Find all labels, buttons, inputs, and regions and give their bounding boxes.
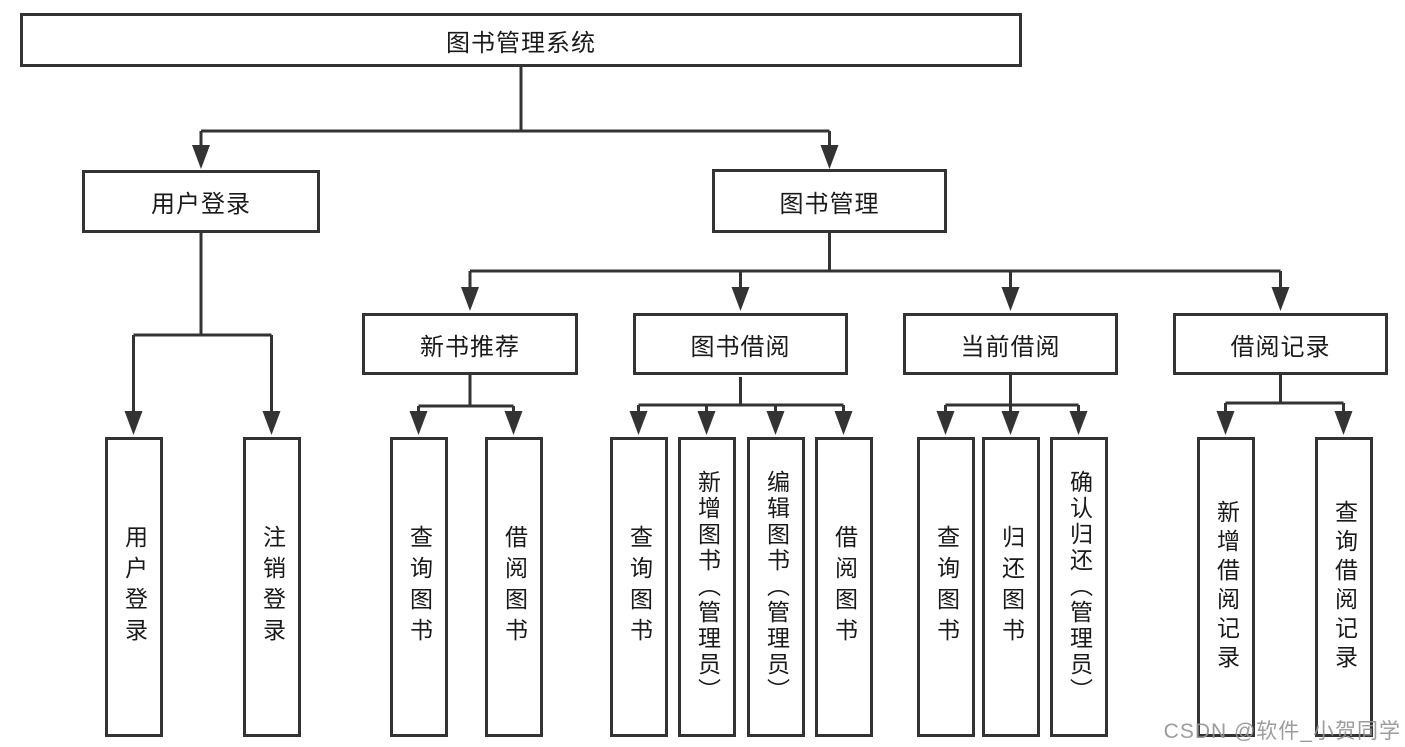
- node-new-book-recommend-label: 新书推荐: [420, 333, 520, 361]
- node-leaf-add-book-admin-label: 新增图书（管理员）: [694, 470, 721, 704]
- node-leaf-user-login-label: 用户登录: [121, 525, 148, 649]
- node-leaf-logout: 注销登录: [243, 437, 301, 737]
- tree-branch-lines: [133, 67, 1344, 408]
- node-root-label: 图书管理系统: [446, 29, 596, 57]
- node-leaf-borrow-books-1-label: 借阅图书: [501, 525, 528, 649]
- node-current-borrow-label: 当前借阅: [960, 333, 1061, 361]
- node-leaf-query-books-3: 查询图书: [917, 437, 975, 737]
- watermark: CSDN @软件_小贺同学: [1163, 720, 1401, 743]
- node-leaf-edit-book-admin: 编辑图书（管理员）: [747, 437, 805, 737]
- node-leaf-borrow-books-1: 借阅图书: [485, 437, 543, 737]
- node-borrow-records: 借阅记录: [1173, 313, 1388, 375]
- node-current-borrow: 当前借阅: [903, 313, 1118, 375]
- node-user-login: 用户登录: [82, 170, 320, 233]
- node-book-borrow: 图书借阅: [633, 313, 848, 375]
- node-leaf-add-borrow-record-label: 新增借阅记录: [1213, 500, 1240, 674]
- node-leaf-query-books-3-label: 查询图书: [933, 525, 960, 649]
- node-new-book-recommend: 新书推荐: [362, 313, 578, 375]
- node-root: 图书管理系统: [20, 13, 1022, 67]
- node-leaf-return-book-label: 归还图书: [998, 525, 1025, 649]
- arrowheads: [124, 131, 1353, 435]
- node-leaf-query-books-1-label: 查询图书: [406, 525, 433, 649]
- node-leaf-add-book-admin: 新增图书（管理员）: [678, 437, 736, 737]
- node-leaf-query-books-1: 查询图书: [390, 437, 448, 737]
- node-user-login-label: 用户登录: [151, 191, 251, 218]
- node-leaf-edit-book-admin-label: 编辑图书（管理员）: [763, 470, 790, 704]
- node-leaf-query-borrow-record: 查询借阅记录: [1315, 437, 1373, 737]
- node-borrow-records-label: 借阅记录: [1230, 333, 1331, 361]
- node-book-borrow-label: 图书借阅: [690, 333, 791, 361]
- node-book-management: 图书管理: [712, 169, 947, 233]
- node-leaf-return-book: 归还图书: [982, 437, 1040, 737]
- node-leaf-user-login: 用户登录: [105, 437, 163, 737]
- node-leaf-query-books-2-label: 查询图书: [626, 525, 653, 649]
- node-leaf-confirm-return-admin: 确认归还（管理员）: [1050, 437, 1108, 737]
- node-leaf-logout-label: 注销登录: [259, 525, 286, 649]
- node-leaf-query-borrow-record-label: 查询借阅记录: [1331, 500, 1358, 674]
- node-book-management-label: 图书管理: [779, 190, 880, 218]
- node-leaf-borrow-books-2-label: 借阅图书: [831, 525, 858, 649]
- node-leaf-confirm-return-admin-label: 确认归还（管理员）: [1066, 470, 1093, 704]
- node-leaf-query-books-2: 查询图书: [610, 437, 668, 737]
- node-leaf-add-borrow-record: 新增借阅记录: [1197, 437, 1255, 737]
- node-leaf-borrow-books-2: 借阅图书: [815, 437, 873, 737]
